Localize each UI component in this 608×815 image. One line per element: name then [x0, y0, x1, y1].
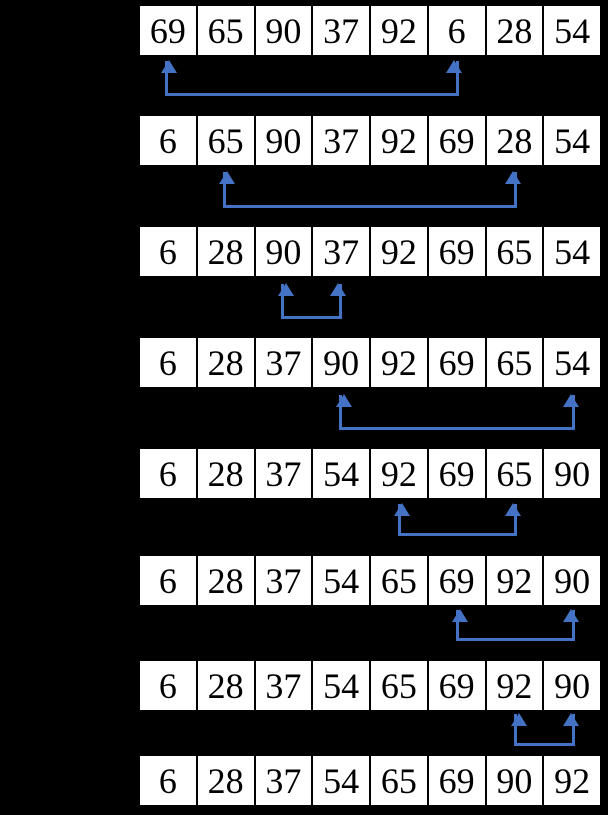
arrow-up-icon	[562, 394, 579, 407]
arrow-up-icon	[329, 283, 346, 296]
array-cell: 90	[256, 6, 314, 55]
array-cell: 69	[429, 116, 487, 165]
array-cell: 54	[554, 10, 591, 51]
arrow-up-icon	[452, 609, 469, 622]
array-cell: 28	[198, 338, 256, 387]
array-cell: 6	[140, 449, 198, 498]
arrow-up-icon	[562, 713, 579, 726]
array-cell: 69	[429, 556, 487, 605]
array-cell: 65	[371, 661, 429, 710]
swap-arrow	[219, 171, 521, 208]
array-cell: 65	[198, 6, 256, 55]
array-cell: 37	[256, 661, 314, 710]
array-cell: 90	[256, 116, 314, 165]
array-row: 6 28 37 90 92 69 65 54	[137, 335, 603, 390]
array-cell: 65	[371, 756, 429, 805]
swap-arrow	[510, 713, 579, 746]
arrow-up-icon	[335, 394, 352, 407]
array-cell: 54	[554, 120, 591, 161]
array-cell: 6	[140, 556, 198, 605]
array-cell: 28	[198, 449, 256, 498]
array-cell: 6	[140, 756, 198, 805]
arrow-up-icon	[446, 60, 463, 73]
array-cell: 90	[554, 665, 591, 706]
array-cell: 65	[487, 449, 545, 498]
array-row: 6 65 90 37 92 69 28 54	[137, 113, 603, 168]
array-cell: 90	[554, 560, 591, 601]
swap-arrow	[335, 394, 579, 430]
arrow-up-icon	[219, 171, 236, 184]
array-cell: 69	[429, 227, 487, 276]
array-cell: 92	[371, 6, 429, 55]
array-cell: 6	[140, 661, 198, 710]
array-cell: 65	[371, 556, 429, 605]
array-cell: 92	[371, 338, 429, 387]
array-cell: 69	[429, 449, 487, 498]
array-cell: 37	[256, 338, 314, 387]
array-cell: 37	[256, 556, 314, 605]
arrow-up-icon	[510, 713, 527, 726]
array-row: 6 28 37 54 92 69 65 90	[137, 446, 603, 501]
array-cell: 69	[429, 756, 487, 805]
array-row: 6 28 37 54 65 69 92 90	[137, 553, 603, 608]
array-cell: 37	[256, 449, 314, 498]
array-row: 69 65 90 37 92 6 28 54	[137, 3, 603, 58]
array-cell: 92	[371, 116, 429, 165]
array-cell: 92	[554, 760, 591, 801]
array-cell: 92	[487, 661, 545, 710]
array-cell: 65	[198, 116, 256, 165]
array-cell: 28	[487, 116, 545, 165]
array-cell: 28	[198, 661, 256, 710]
array-cell: 37	[313, 227, 371, 276]
array-row: 6 28 90 37 92 69 65 54	[137, 224, 603, 279]
array-cell: 90	[256, 227, 314, 276]
arrow-up-icon	[562, 609, 579, 622]
array-row: 6 28 37 54 65 69 90 92	[137, 753, 603, 808]
arrow-up-icon	[504, 503, 521, 516]
array-cell: 28	[487, 6, 545, 55]
array-cell: 28	[198, 227, 256, 276]
array-cell: 6	[140, 227, 198, 276]
array-cell: 6	[429, 6, 487, 55]
array-cell: 92	[371, 227, 429, 276]
array-cell: 54	[554, 342, 591, 383]
array-cell: 69	[140, 6, 198, 55]
array-cell: 92	[487, 556, 545, 605]
array-cell: 69	[429, 338, 487, 387]
array-cell: 90	[487, 756, 545, 805]
array-cell: 37	[313, 6, 371, 55]
array-cell: 65	[487, 338, 545, 387]
array-cell: 54	[313, 556, 371, 605]
array-cell: 90	[313, 338, 371, 387]
arrow-up-icon	[504, 171, 521, 184]
arrow-up-icon	[161, 60, 178, 73]
array-cell: 6	[140, 116, 198, 165]
swap-arrow	[452, 609, 579, 641]
array-cell: 54	[313, 449, 371, 498]
array-cell: 37	[256, 756, 314, 805]
array-cell: 65	[487, 227, 545, 276]
array-cell: 6	[140, 338, 198, 387]
arrow-up-icon	[277, 283, 294, 296]
array-cell: 54	[554, 231, 591, 272]
array-cell: 69	[429, 661, 487, 710]
array-cell: 90	[554, 453, 591, 494]
swap-arrow	[277, 283, 346, 319]
array-cell: 54	[313, 661, 371, 710]
array-row: 6 28 37 54 65 69 92 90	[137, 658, 603, 713]
array-cell: 37	[313, 116, 371, 165]
arrow-up-icon	[394, 503, 411, 516]
swap-arrow	[394, 503, 521, 536]
array-cell: 28	[198, 756, 256, 805]
array-cell: 92	[371, 449, 429, 498]
swap-arrow	[161, 60, 463, 96]
array-cell: 28	[198, 556, 256, 605]
array-cell: 54	[313, 756, 371, 805]
